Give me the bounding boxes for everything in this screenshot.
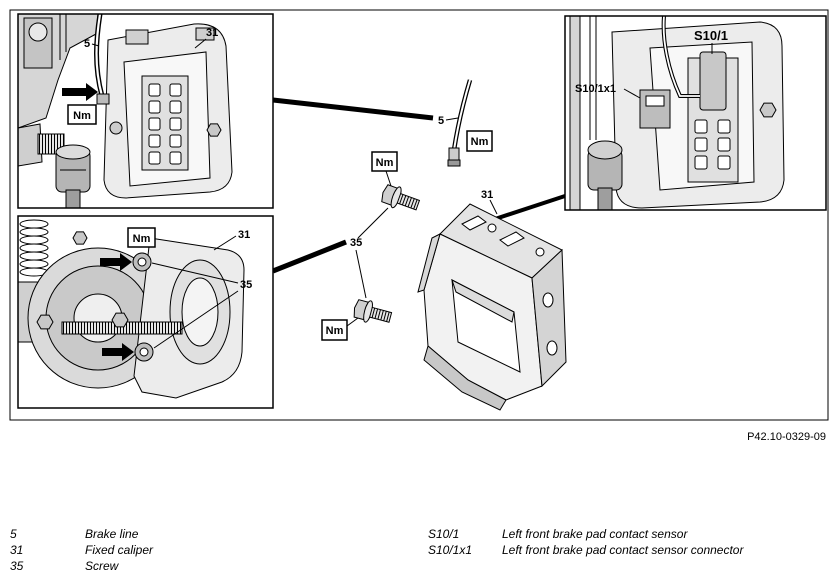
figure-reference-code: P42.10-0329-09 bbox=[747, 431, 826, 443]
brake-line bbox=[447, 79, 473, 167]
torque-symbol-box bbox=[371, 151, 398, 172]
legend-code: S10/1 bbox=[428, 527, 460, 541]
callout-brake-line: 5 bbox=[438, 115, 444, 127]
callout-pad-sensor: S10/1 bbox=[694, 28, 728, 43]
callout-brake-line: 5 bbox=[84, 38, 90, 50]
detail-pointer-line bbox=[272, 239, 347, 274]
caliper bbox=[611, 21, 785, 209]
detail-top-left: Nm 5 31 bbox=[17, 13, 274, 209]
sensor-wire bbox=[661, 16, 700, 98]
legend-description: Left front brake pad contact sensor bbox=[502, 527, 688, 541]
torque-symbol: Nm bbox=[326, 325, 344, 337]
legend-code: 35 bbox=[10, 559, 24, 573]
coil-spring bbox=[19, 219, 49, 277]
arrow-right-icon bbox=[100, 253, 132, 271]
ball-joint bbox=[587, 140, 623, 210]
callout-caliper: 31 bbox=[238, 229, 250, 241]
caliper bbox=[103, 23, 233, 199]
torque-symbol-box bbox=[466, 130, 493, 152]
torque-symbol-box bbox=[321, 319, 348, 341]
torque-symbol: Nm bbox=[471, 136, 489, 148]
legend-description: Brake line bbox=[85, 527, 139, 541]
screw-upper bbox=[381, 184, 421, 211]
detail-bottom-left: Nm 31 35 bbox=[17, 215, 274, 409]
fixed-caliper bbox=[417, 203, 567, 411]
legend-description: Fixed caliper bbox=[85, 543, 154, 557]
brake-caliper-figure: Nm 5 31 bbox=[9, 9, 829, 421]
detail-pointer-line bbox=[491, 194, 566, 222]
arrow-right-icon bbox=[102, 343, 134, 361]
detail-top-right: S10/1 S10/1x1 bbox=[564, 15, 827, 211]
torque-symbol: Nm bbox=[376, 157, 394, 169]
detail-frame bbox=[17, 215, 274, 409]
callout-caliper: 31 bbox=[481, 189, 493, 201]
pad-sensor bbox=[699, 51, 727, 111]
screw-upper bbox=[132, 252, 152, 272]
screw-lower bbox=[134, 342, 154, 362]
torque-symbol-box bbox=[67, 104, 97, 125]
legend-code: S10/1x1 bbox=[428, 543, 473, 557]
torque-symbol-box bbox=[127, 227, 156, 248]
callout-screw: 35 bbox=[350, 237, 362, 249]
detail-frame bbox=[564, 15, 827, 211]
legend-code: 5 bbox=[10, 527, 17, 541]
exploded-view: 5 Nm Nm Nm 35 bbox=[321, 79, 567, 411]
legend-description: Left front brake pad contact sensor conn… bbox=[502, 543, 744, 557]
callout-caliper: 31 bbox=[206, 27, 218, 39]
legend-code: 31 bbox=[10, 543, 24, 557]
arrow-right-icon bbox=[62, 83, 98, 101]
screw-lower bbox=[353, 299, 393, 323]
ball-joint bbox=[55, 144, 91, 208]
torque-symbol: Nm bbox=[133, 233, 151, 245]
callout-screw: 35 bbox=[240, 279, 252, 291]
brake-line bbox=[94, 14, 110, 105]
detail-pointer-line bbox=[272, 97, 434, 121]
sensor-connector bbox=[639, 89, 671, 129]
torque-symbol: Nm bbox=[73, 110, 91, 122]
detail-frame bbox=[17, 13, 274, 209]
callout-sensor-connector: S10/1x1 bbox=[575, 83, 616, 95]
legend-description: Screw bbox=[85, 559, 119, 573]
